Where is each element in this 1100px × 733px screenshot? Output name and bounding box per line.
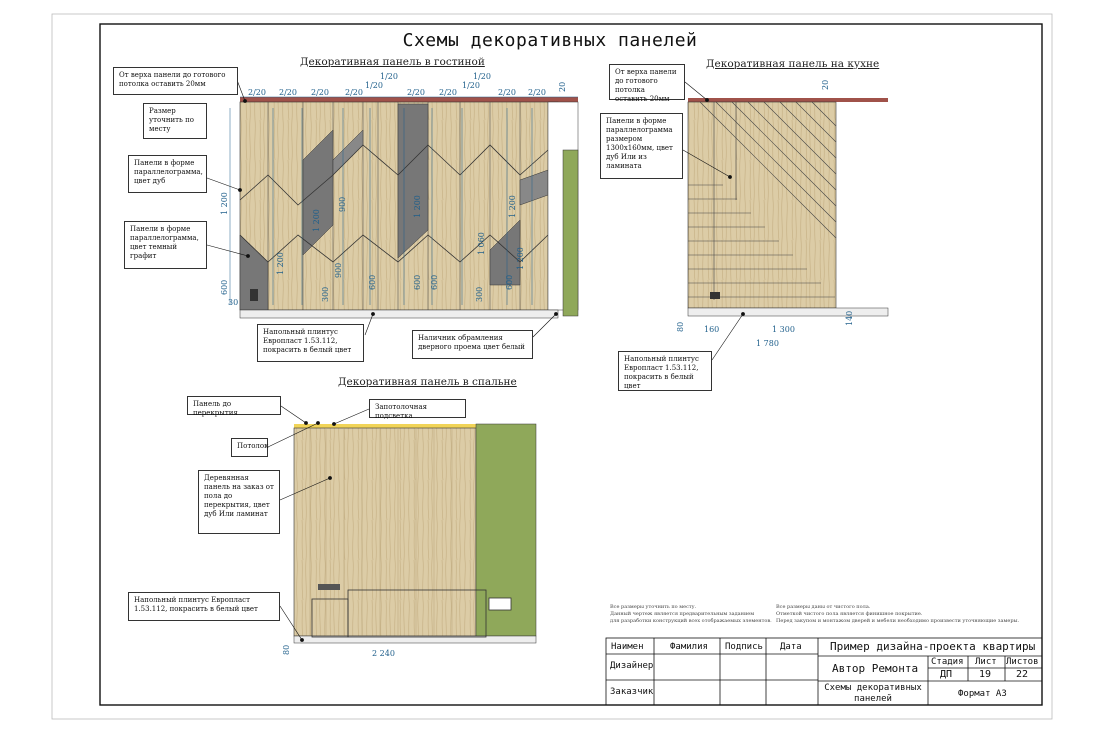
dim-two20: 2/20 bbox=[407, 88, 425, 97]
page-title: Схемы декоративных панелей bbox=[402, 30, 698, 51]
dim-one20: 1/20 bbox=[473, 72, 491, 81]
general-notes-left: Все размеры уточнить по месту. Данный че… bbox=[610, 604, 772, 624]
general-notes-right: Все размеры даны от чистого пола. Отметк… bbox=[776, 604, 1020, 624]
tb-sheets: 22 bbox=[1016, 669, 1029, 680]
living-note-plinth: Напольный плинтус Европласт 1.53.112, по… bbox=[257, 324, 364, 362]
dim-two20: 2/20 bbox=[528, 88, 546, 97]
dim-one20: 1/20 bbox=[380, 72, 398, 81]
dim-two20: 2/20 bbox=[248, 88, 266, 97]
dim-b2240: 2 240 bbox=[372, 649, 395, 658]
dim-k140: 140 bbox=[845, 311, 854, 326]
living-caption: Декоративная панель в гостиной bbox=[300, 56, 485, 68]
dim-two20: 2/20 bbox=[345, 88, 363, 97]
dim-1200: 1 200 bbox=[276, 252, 285, 275]
dim-k80: 80 bbox=[676, 322, 685, 332]
bedroom-note-ceiling: Потолок bbox=[231, 438, 268, 457]
kitchen-note-top: От верха панели до готового потолка оста… bbox=[609, 64, 685, 103]
dim-1200: 1 200 bbox=[508, 195, 517, 218]
tb-stage-label: Стадия bbox=[931, 657, 964, 667]
tb-stage: ДП bbox=[940, 669, 953, 680]
dim-one20: 1/20 bbox=[365, 81, 383, 90]
dim-1200: 1 200 bbox=[516, 247, 525, 270]
dim-1200: 1 200 bbox=[413, 195, 422, 218]
bedroom-note-wood: Деревянная панель на заказ от пола до пе… bbox=[198, 470, 280, 534]
graphite-panel bbox=[397, 103, 429, 259]
dim-1200: 1 200 bbox=[312, 209, 321, 232]
bedroom-note-ceilpanel: Панель до перекрытия bbox=[187, 396, 281, 417]
dim-1200: 1 200 bbox=[220, 192, 229, 215]
living-plinth bbox=[239, 309, 559, 319]
living-note-door: Наличник обрамления дверного проема цвет… bbox=[412, 330, 533, 359]
dim-k20: 20 bbox=[821, 80, 830, 90]
dim-two20: 2/20 bbox=[498, 88, 516, 97]
tb-project: Пример дизайна-проекта квартиры bbox=[830, 640, 1036, 653]
living-note-oak: Панели в форме параллелограмма, цвет дуб bbox=[128, 155, 207, 193]
living-note-size: Размер уточнить по месту bbox=[143, 103, 207, 139]
dim-900: 900 bbox=[338, 197, 347, 212]
dim-k1300: 1 300 bbox=[772, 325, 795, 334]
tb-header-surname: Фамилия bbox=[670, 642, 708, 652]
bedroom-elevation bbox=[293, 423, 537, 644]
leader-lines bbox=[206, 79, 745, 642]
kitchen-note-plinth: Напольный плинтус Европласт 1.53.112, по… bbox=[618, 351, 712, 391]
graphite-panel bbox=[302, 129, 334, 256]
dim-300: 300 bbox=[321, 287, 330, 302]
tb-header-sign: Подпись bbox=[725, 642, 763, 652]
tb-header-name: Наимен bbox=[611, 642, 644, 652]
dim-900: 900 bbox=[334, 263, 343, 278]
tb-row-designer: Дизайнер bbox=[610, 661, 654, 671]
door-trim bbox=[562, 149, 579, 317]
living-note-top: От верха панели до готового потолка оста… bbox=[113, 67, 238, 95]
tb-sheets-label: Листов bbox=[1006, 657, 1039, 667]
tb-drawing: Схемы декоративных панелей bbox=[824, 683, 922, 704]
dim-600: 600 bbox=[220, 280, 229, 295]
dim-600: 600 bbox=[430, 275, 439, 290]
dim-600: 600 bbox=[368, 275, 377, 290]
sheet-inner-frame bbox=[99, 23, 1043, 706]
dim-300: 300 bbox=[475, 287, 484, 302]
dim-1060: 1 060 bbox=[477, 232, 486, 255]
tb-row-client: Заказчик bbox=[610, 687, 654, 697]
kitchen-elevation bbox=[687, 98, 889, 317]
bedroom-note-plinth: Напольный плинтус Европласт 1.53.112, по… bbox=[128, 592, 280, 621]
kitchen-panel-wall bbox=[687, 101, 837, 309]
tb-sheet: 19 bbox=[979, 669, 992, 680]
dim-two20: 2/20 bbox=[439, 88, 457, 97]
sheet-outer-frame bbox=[51, 13, 1053, 720]
bedroom-note-light: Запотолочная подсветка bbox=[369, 399, 466, 420]
dim-600: 600 bbox=[505, 275, 514, 290]
dim-k1780: 1 780 bbox=[756, 339, 779, 348]
graphite-panel bbox=[489, 219, 521, 286]
tb-sheet-label: Лист bbox=[975, 657, 997, 667]
dim-600: 600 bbox=[413, 275, 422, 290]
living-note-graphite: Панели в форме параллелограмма, цвет тем… bbox=[124, 221, 207, 269]
dim-two20: 2/20 bbox=[311, 88, 329, 97]
dim-30: 30 bbox=[228, 298, 238, 307]
kitchen-caption: Декоративная панель на кухне bbox=[706, 58, 880, 70]
tb-header-date: Дата bbox=[780, 642, 802, 652]
dim-k160: 160 bbox=[704, 325, 719, 334]
bedroom-panel-wall bbox=[293, 427, 477, 637]
kitchen-note-panel: Панели в форме параллелограмма размером … bbox=[600, 113, 683, 179]
living-room-elevation bbox=[229, 96, 579, 319]
tb-author: Автор Ремонта bbox=[832, 662, 919, 675]
title-block-grid bbox=[605, 637, 1043, 706]
dim-one20: 1/20 bbox=[462, 81, 480, 90]
dim-b80: 80 bbox=[282, 645, 291, 655]
bedroom-caption: Декоративная панель в спальне bbox=[338, 376, 517, 388]
dim-twenty: 20 bbox=[558, 82, 567, 92]
dim-two20: 2/20 bbox=[279, 88, 297, 97]
tb-format: Формат А3 bbox=[958, 689, 1007, 699]
ceiling-light-strip bbox=[294, 424, 476, 428]
